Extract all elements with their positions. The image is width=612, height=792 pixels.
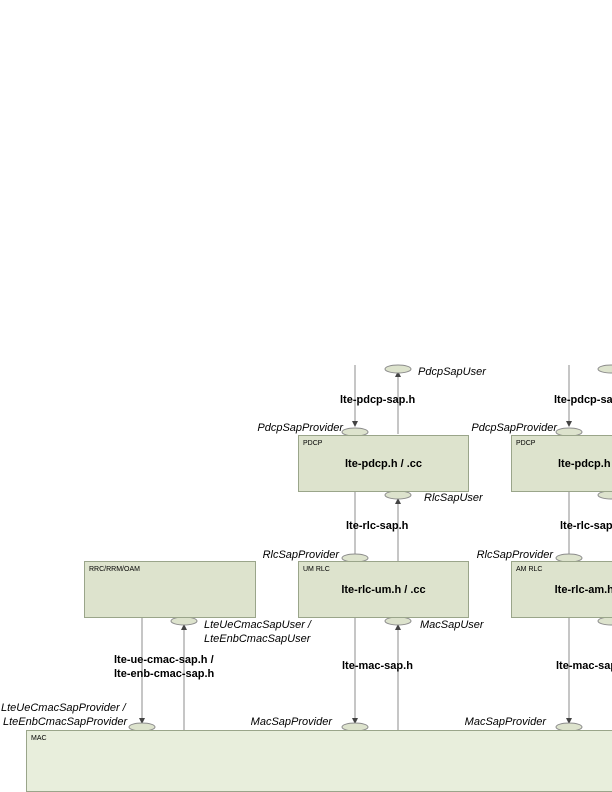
rlc-sap-header-am: lte-rlc-sap.h [560,520,612,532]
cmac-sap-header-line1: lte-ue-cmac-sap.h / [114,654,214,666]
sap-ellipse-pdcp-user-um [384,364,412,374]
pdcp-am-tag: PDCP [516,440,536,447]
mac-sap-provider-label-am: MacSapProvider [464,716,546,728]
rlc-am-tag: AM RLC [516,566,543,573]
rrc-block: RRC/RRM/OAM [84,561,256,618]
sap-ellipse-mac-user-um [384,616,412,626]
rrc-tag: RRC/RRM/OAM [89,566,140,573]
rlc-sap-provider-label-am: RlcSapProvider [476,549,553,561]
mac-tag: MAC [31,735,47,742]
sap-ellipse-pdcp-user-am [597,364,612,374]
pdcp-sap-header-am: lte-pdcp-sap.h [554,394,612,406]
rlc-sap-provider-label-um: RlcSapProvider [262,549,339,561]
rlc-um-file: lte-rlc-um.h / .cc [341,584,426,596]
mac-sap-header-um: lte-mac-sap.h [342,660,413,672]
sap-ellipse-rlc-user-um [384,490,412,500]
pdcp-um-file: lte-pdcp.h / .cc [344,458,422,470]
mac-sap-provider-label-um: MacSapProvider [250,716,332,728]
pdcp-sap-provider-label-am: PdcpSapProvider [471,422,557,434]
mac-sap-user-label-um: MacSapUser [420,619,484,631]
cmac-sap-provider-label-line2: LteEnbCmacSapProvider [3,716,128,728]
mac-sap-header-am: lte-mac-sap.h [556,660,612,672]
cmac-sap-user-label-line2: LteEnbCmacSapUser [204,633,311,645]
rlc-am-file: lte-rlc-am.h / .cc [554,584,612,596]
sap-ellipse-cmac-user [170,616,198,626]
rlc-sap-header-um: lte-rlc-sap.h [346,520,409,532]
pdcp-sap-user-label-um: PdcpSapUser [418,366,486,378]
cmac-sap-header-line2: lte-enb-cmac-sap.h [114,668,215,680]
sap-ellipse-mac-user-am [597,616,612,626]
rlc-am-block: AM RLC lte-rlc-am.h / .cc [511,561,612,618]
rlc-um-block: UM RLC lte-rlc-um.h / .cc [298,561,469,618]
mac-block: MAC [26,730,612,792]
cmac-sap-user-label-line1: LteUeCmacSapUser / [204,619,311,631]
pdcp-am-file: lte-pdcp.h / .cc [557,458,612,470]
pdcp-sap-provider-label-um: PdcpSapProvider [257,422,343,434]
pdcp-um-block: PDCP lte-pdcp.h / .cc [298,435,469,492]
cmac-sap-provider-label-line1: LteUeCmacSapProvider / [1,702,126,714]
pdcp-um-tag: PDCP [303,440,323,447]
pdcp-sap-header-um: lte-pdcp-sap.h [340,394,416,406]
rlc-sap-user-label-um: RlcSapUser [424,492,483,504]
rlc-um-tag: UM RLC [303,566,330,573]
sap-ellipse-rlc-user-am [597,490,612,500]
pdcp-am-block: PDCP lte-pdcp.h / .cc [511,435,612,492]
